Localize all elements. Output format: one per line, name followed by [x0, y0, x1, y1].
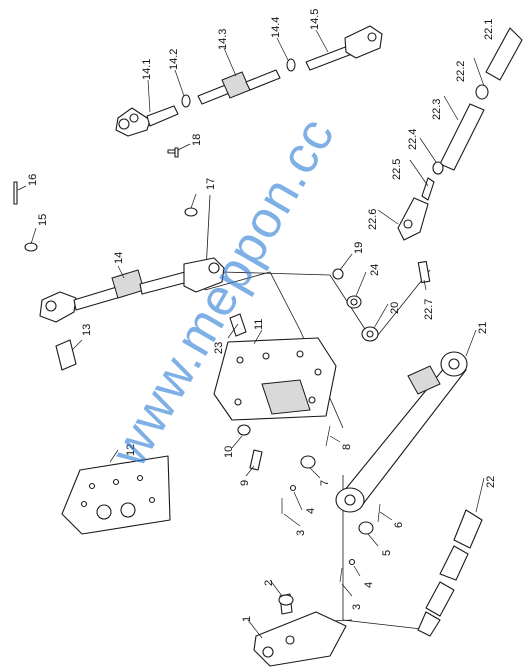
callout-labels: 14.1 14.2 14.3 14.4 14.5 16 15 18 17 14 … [27, 9, 497, 622]
callout-22-1: 22.1 [483, 19, 495, 40]
callout-22-2: 22.2 [455, 61, 467, 82]
callout-19: 19 [353, 242, 365, 254]
callout-5: 5 [381, 550, 393, 556]
callout-leaders [17, 29, 485, 639]
callout-16: 16 [27, 174, 39, 186]
lower-link-rod-14 [39, 257, 225, 371]
callout-22-6: 22.6 [367, 209, 379, 230]
callout-21: 21 [477, 322, 489, 334]
callout-2: 2 [263, 580, 275, 586]
callout-22-4: 22.4 [407, 129, 419, 150]
callout-15: 15 [37, 214, 49, 226]
callout-22: 22 [485, 476, 497, 488]
callout-14-2: 14.2 [168, 49, 180, 70]
bracket-1 [253, 593, 347, 667]
callout-14-4: 14.4 [270, 17, 282, 38]
fasteners [237, 424, 381, 583]
callout-17: 17 [205, 178, 217, 190]
callout-10: 10 [223, 446, 235, 458]
callout-22-5: 22.5 [391, 159, 403, 180]
lift-rod-22-exploded [397, 27, 523, 284]
callout-14: 14 [113, 252, 125, 264]
callout-3-upper: 3 [295, 530, 307, 536]
callout-11: 11 [253, 319, 265, 330]
callout-14-1: 14.1 [141, 59, 153, 80]
callout-7: 7 [319, 480, 331, 486]
callout-14-3: 14.3 [217, 29, 229, 50]
callout-13: 13 [81, 324, 93, 336]
callout-12: 12 [125, 444, 137, 456]
mounting-plate-11 [213, 313, 337, 421]
callout-6: 6 [393, 522, 405, 528]
pins-and-washers [13, 147, 198, 252]
callout-20: 20 [389, 302, 401, 314]
callout-9: 9 [239, 480, 251, 486]
callout-4-upper: 4 [305, 508, 317, 514]
callout-4-lower: 4 [363, 582, 375, 588]
callout-3-lower: 3 [351, 604, 363, 610]
callout-14-5: 14.5 [309, 9, 321, 30]
callout-18: 18 [191, 134, 203, 146]
bushes-19-24-20 [332, 268, 379, 342]
check-chain-22 [417, 509, 483, 637]
top-link-assembly-14-exploded [115, 25, 383, 137]
callout-1: 1 [241, 616, 253, 622]
callout-24: 24 [369, 264, 381, 276]
callout-22-7: 22.7 [423, 299, 435, 320]
callout-8: 8 [341, 444, 353, 450]
callout-23: 23 [213, 342, 225, 354]
callout-22-3: 22.3 [431, 99, 443, 120]
rear-plate-12 [61, 455, 171, 535]
lower-link-arm-21 [335, 351, 468, 513]
